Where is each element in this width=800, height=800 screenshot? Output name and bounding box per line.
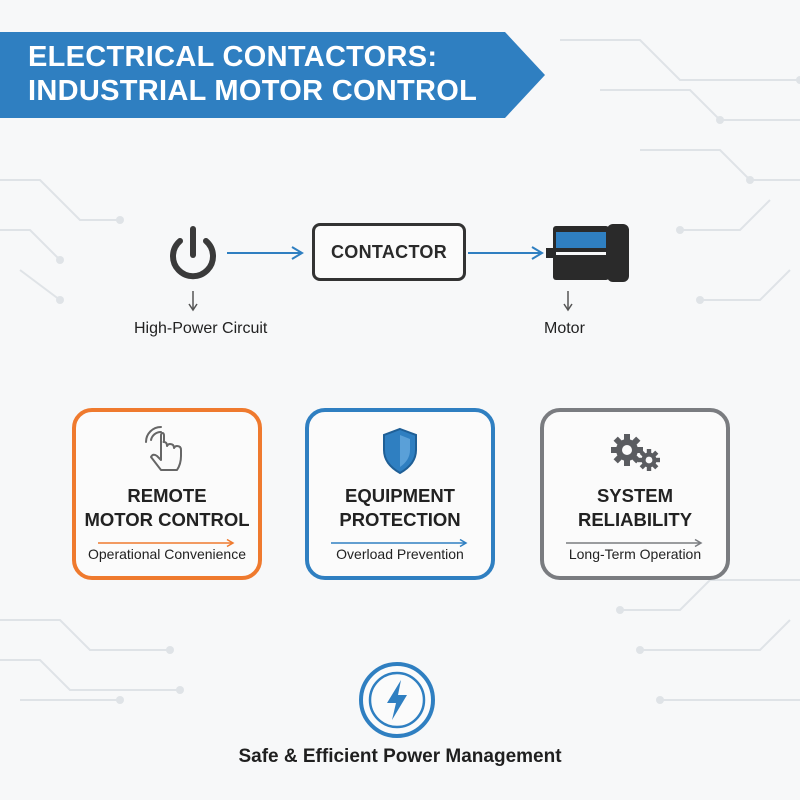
card-underline-arrow [566,538,703,548]
title-banner [0,32,545,118]
arrow-to-contactor [227,246,304,260]
card-system-reliability: SYSTEM RELIABILITY Long-Term Operation [540,408,730,580]
lightning-icon [359,662,435,738]
contactor-label: CONTACTOR [330,241,448,262]
source-label: High-Power Circuit [134,320,268,337]
shield-icon [383,427,417,475]
power-icon [170,226,216,280]
arrow-to-motor [468,246,544,260]
footer-tagline: Safe & Efficient Power Management [238,746,562,767]
gears-icon [611,434,660,471]
touch-hand-icon [145,426,182,471]
card-title: EQUIPMENT PROTECTION [339,485,461,530]
card-subtitle: Long-Term Operation [568,546,702,562]
card-title: SYSTEM RELIABILITY [577,485,693,530]
contactor-box: CONTACTOR [312,223,466,281]
page-title: ELECTRICAL CONTACTORS: INDUSTRIAL MOTOR … [28,41,478,107]
motor-icon [546,224,629,282]
card-underline-arrow [98,538,235,548]
down-arrow-motor [563,291,573,312]
card-equipment-protection: EQUIPMENT PROTECTION Overload Prevention [305,408,495,580]
card-underline-arrow [331,538,468,548]
motor-label: Motor [544,320,585,337]
card-subtitle: Operational Convenience [88,546,246,562]
card-remote-motor-control: REMOTE MOTOR CONTROL Operational Conveni… [72,408,262,580]
card-title: REMOTE MOTOR CONTROL [84,485,250,530]
card-subtitle: Overload Prevention [336,546,464,562]
down-arrow-source [188,291,198,312]
